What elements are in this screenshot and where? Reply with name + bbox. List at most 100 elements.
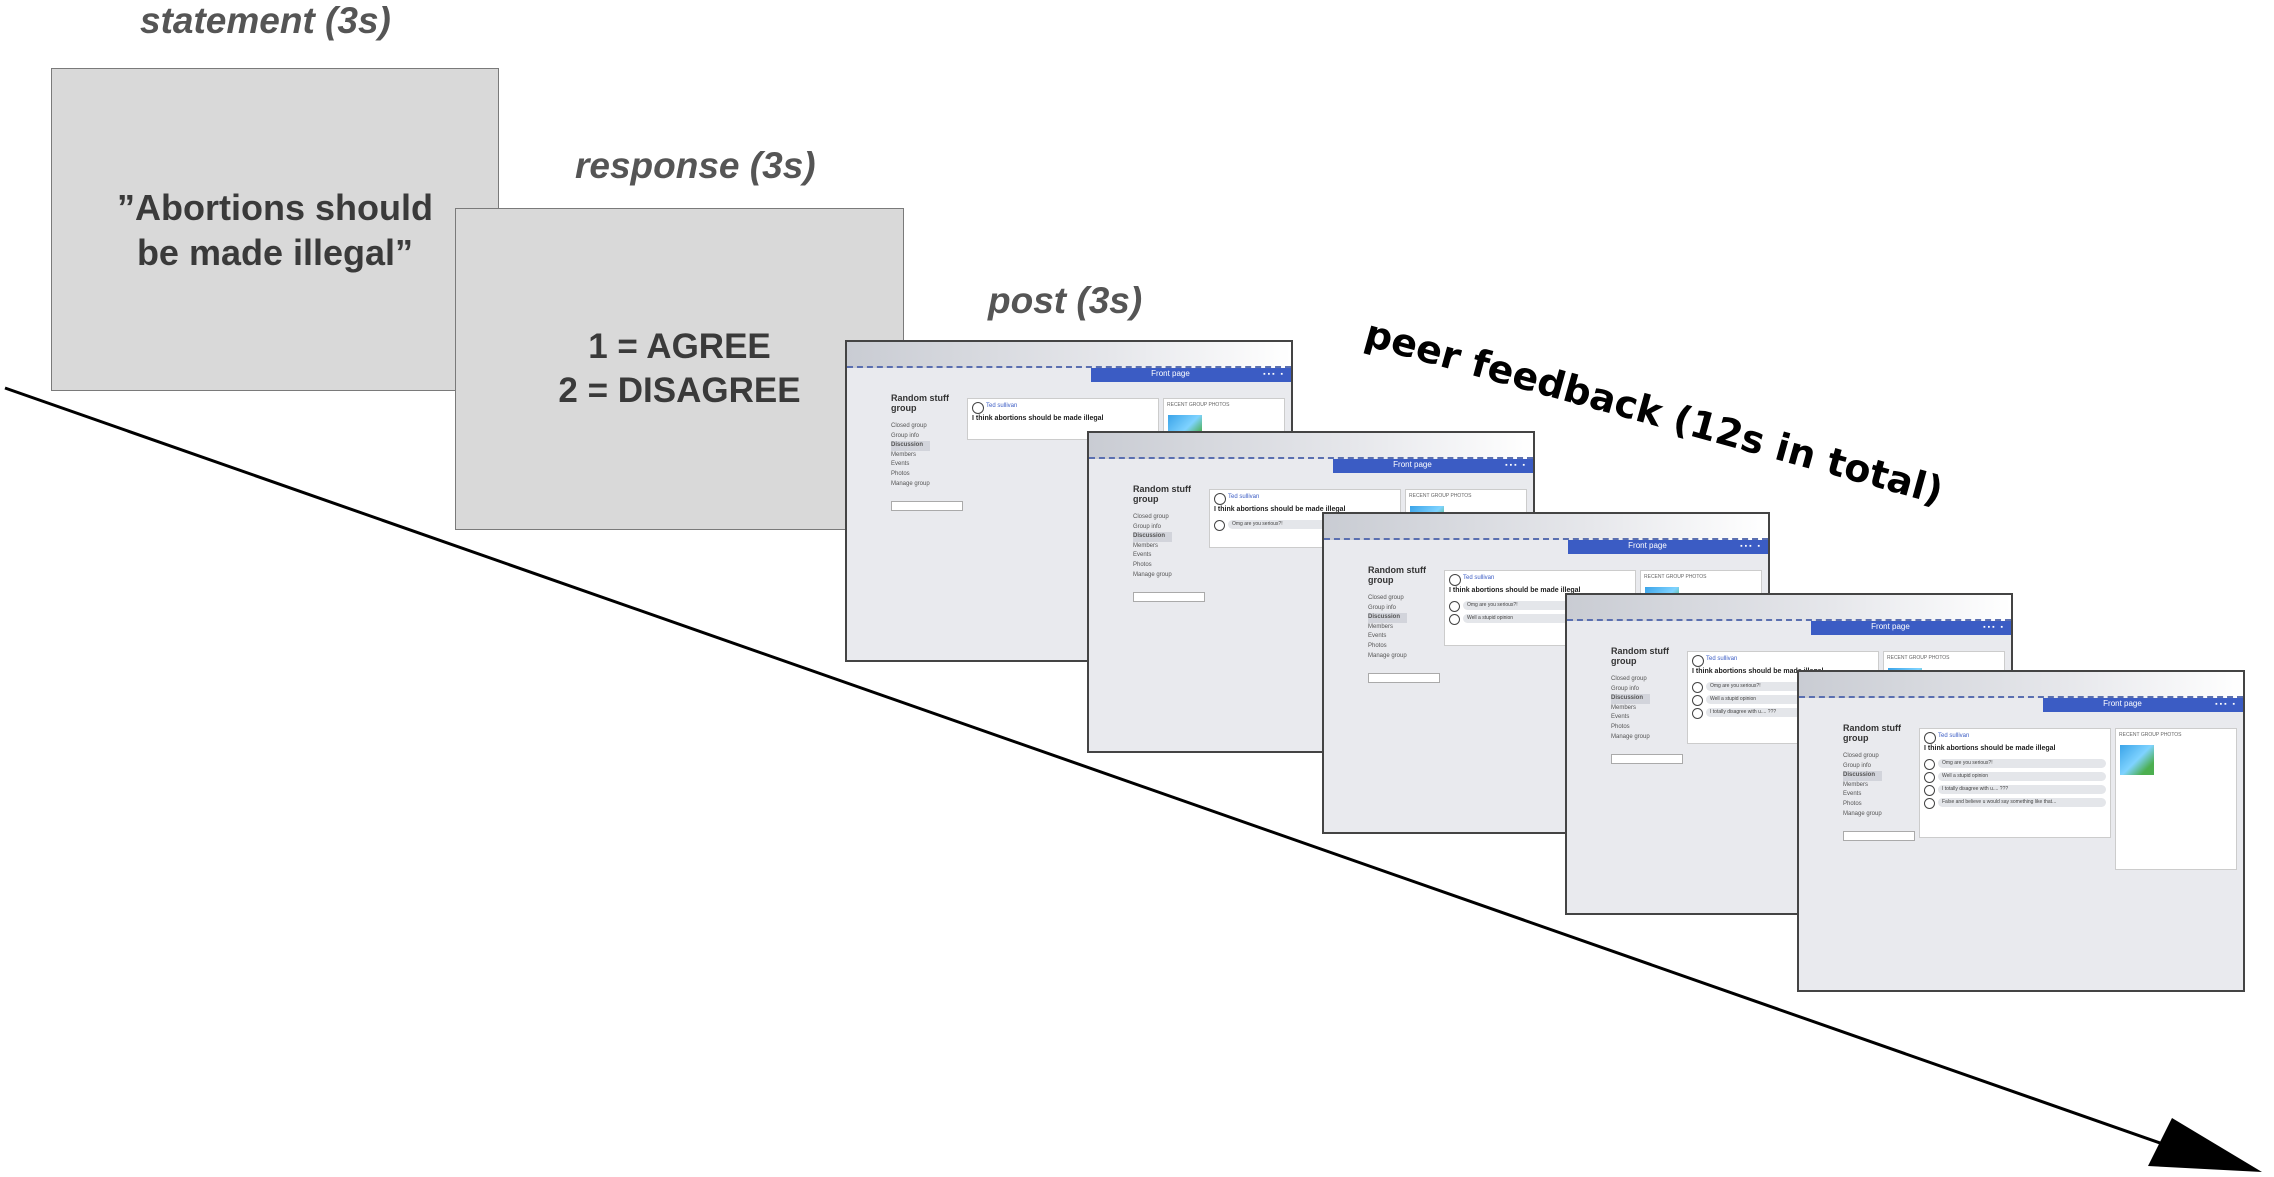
group-menu-item: Manage group: [1368, 652, 1407, 659]
group-menu-item: Members: [1133, 542, 1159, 549]
group-menu-item: Events: [1843, 791, 1862, 798]
group-search-input: [1133, 592, 1205, 603]
nav-icons: ▪▪▪ ▪: [2215, 701, 2237, 708]
group-photo: [2120, 745, 2154, 775]
group-menu-item: Photos: [1611, 723, 1630, 730]
post-title: I think abortions should be made illegal: [1449, 587, 1581, 594]
browser-bar: [1567, 595, 2011, 621]
browser-bar: [847, 342, 1291, 368]
group-name-line2: group: [1611, 655, 1637, 666]
group-menu-item: Discussion: [1368, 613, 1407, 623]
group-name: Random stuff group: [1611, 646, 1669, 667]
comment: Well a stupid opinion: [1692, 695, 1874, 706]
statement-text-line1: ”Abortions should: [117, 186, 433, 228]
nav-icons: ▪▪▪ ▪: [1505, 462, 1527, 469]
statement-text-line2: be made illegal”: [136, 231, 414, 273]
group-menu-item: Members: [1611, 704, 1637, 711]
response-text-line1: 1 = AGREE: [588, 327, 771, 367]
comment-list: Omg are you serious?! Well a stupid opini…: [1688, 682, 1878, 719]
group-menu-item: Closed group: [891, 423, 927, 429]
group-menu-item: Discussion: [1611, 694, 1650, 704]
statement-label: statement (3s): [140, 0, 391, 41]
post-card: Ted sullivan I think abortions should be…: [1919, 728, 2111, 838]
group-name: Random stuff group: [891, 393, 949, 414]
group-name-line1: Random stuff: [1611, 646, 1669, 656]
side-heading: RECENT GROUP PHOTOS: [1644, 574, 1707, 580]
group-menu-item: Events: [1611, 714, 1630, 721]
post-label: post (3s): [988, 280, 1143, 321]
nav-icons: ▪▪▪ ▪: [1740, 543, 1762, 550]
group-name-line1: Random stuff: [891, 393, 949, 403]
nav-title: Front page: [1628, 541, 1667, 550]
side-panel: RECENT GROUP PHOTOS: [2115, 728, 2237, 870]
poster-name: Ted sullivan: [1688, 652, 1878, 667]
comment: I totally disagree with u.... ???: [1692, 708, 1874, 719]
nav-icons: ▪▪▪ ▪: [1983, 624, 2005, 631]
comment-list: Omg are you serious?!: [1210, 520, 1400, 531]
nav-title: Front page: [1151, 369, 1190, 378]
group-menu-item: Events: [1368, 633, 1387, 640]
group-menu-item: Manage group: [891, 480, 930, 487]
group-name: Random stuff group: [1133, 484, 1191, 505]
poster-name: Ted sullivan: [1920, 729, 2110, 744]
group-menu-item: Photos: [891, 470, 910, 477]
group-search-input: [1368, 673, 1440, 684]
group-menu-item: Discussion: [891, 441, 930, 451]
group-name-line2: group: [1133, 493, 1159, 504]
group-menu-item: Photos: [1368, 642, 1387, 649]
browser-bar: [1324, 514, 1768, 540]
side-heading: RECENT GROUP PHOTOS: [1167, 402, 1230, 408]
post-title: I think abortions should be made illegal: [1924, 745, 2056, 752]
group-menu-item: Group info: [891, 432, 920, 439]
statement-card: ”Abortions should be made illegal”: [51, 68, 499, 391]
post-title: I think abortions should be made illegal: [972, 415, 1104, 422]
side-heading: RECENT GROUP PHOTOS: [2119, 732, 2182, 738]
comment-list: Omg are you serious?!Well a stupid opini…: [1920, 759, 2110, 809]
poster-name: Ted sullivan: [968, 399, 1158, 414]
comment: I totally disagree with u.... ???: [1924, 785, 2106, 796]
group-menu-item: Group info: [1368, 604, 1397, 611]
group-search-input: [1843, 831, 1915, 842]
group-menu-item: Group info: [1843, 762, 1872, 769]
group-menu-item: Discussion: [1133, 532, 1172, 542]
nav-bar: Front page ▪▪▪ ▪: [1333, 459, 1533, 473]
poster-name: Ted sullivan: [1210, 490, 1400, 505]
side-heading: RECENT GROUP PHOTOS: [1887, 655, 1950, 661]
group-search-input: [1611, 754, 1683, 765]
group-menu-item: Manage group: [1843, 810, 1882, 817]
side-heading: RECENT GROUP PHOTOS: [1409, 493, 1472, 499]
group-name-line2: group: [891, 402, 917, 413]
comment: Omg are you serious?!: [1449, 601, 1631, 612]
nav-bar: Front page ▪▪▪ ▪: [1811, 621, 2011, 635]
group-menu-item: Members: [1368, 623, 1394, 630]
group-search-input: [891, 501, 963, 512]
response-card: 1 = AGREE 2 = DISAGREE: [455, 208, 904, 530]
comment: Omg are you serious?!: [1692, 682, 1874, 693]
group-menu-item: Events: [1133, 552, 1152, 559]
group-menu-item: Photos: [1843, 800, 1862, 807]
group-menu-item: Discussion: [1843, 771, 1882, 781]
nav-bar: Front page ▪▪▪ ▪: [1568, 540, 1768, 554]
comment-list: Omg are you serious?!Well a stupid opini…: [1445, 601, 1635, 625]
group-menu-item: Closed group: [1611, 676, 1647, 682]
group-name: Random stuff group: [1843, 723, 1901, 744]
comment: False and believe u would say something …: [1924, 798, 2106, 809]
group-menu-item: Group info: [1133, 523, 1162, 530]
group-menu-item: Closed group: [1368, 595, 1404, 601]
nav-icons: ▪▪▪ ▪: [1263, 371, 1285, 378]
nav-title: Front page: [1393, 460, 1432, 469]
browser-bar: [1089, 433, 1533, 459]
nav-title: Front page: [2103, 699, 2142, 708]
group-menu-item: Members: [891, 451, 917, 458]
group-name-line1: Random stuff: [1133, 484, 1191, 494]
post-title: I think abortions should be made illegal: [1214, 506, 1346, 513]
group-menu-item: Closed group: [1133, 514, 1169, 520]
group-menu-item: Members: [1843, 781, 1869, 788]
response-label: response (3s): [575, 145, 816, 186]
